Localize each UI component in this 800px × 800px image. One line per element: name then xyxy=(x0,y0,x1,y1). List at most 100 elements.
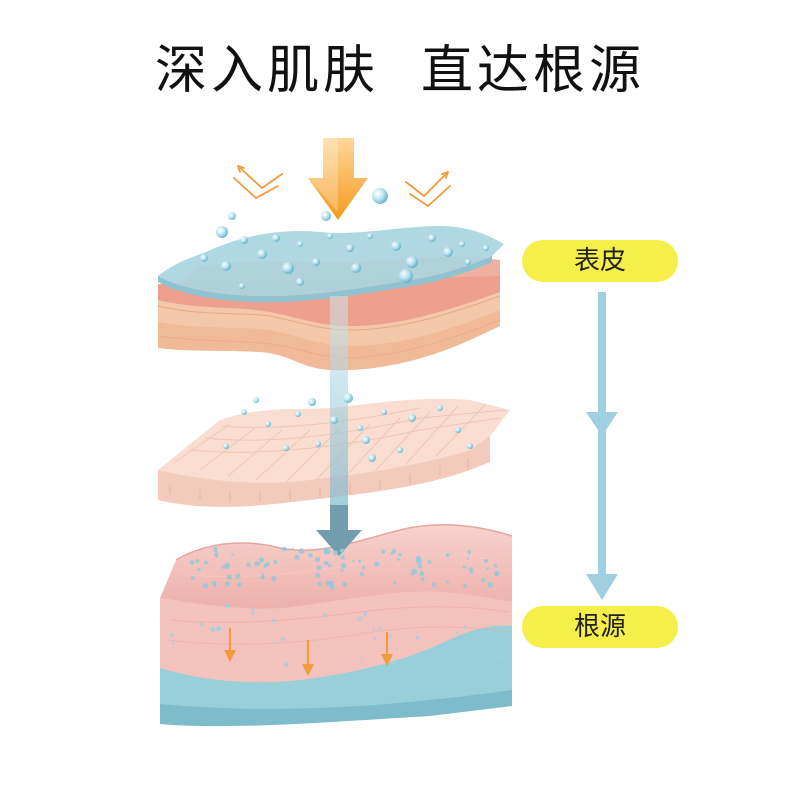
water-bubble xyxy=(367,233,373,239)
pore-dot xyxy=(416,558,422,565)
pore-dot xyxy=(419,571,424,576)
water-bubble xyxy=(455,427,461,433)
water-bubble xyxy=(308,398,316,406)
absorption-arrows xyxy=(224,628,393,676)
pore-dot xyxy=(469,570,474,574)
pore-dot xyxy=(272,618,276,623)
water-bubble xyxy=(406,256,418,268)
pore-dot xyxy=(325,580,331,586)
water-bubble xyxy=(265,421,271,427)
pore-dot xyxy=(189,560,195,565)
pore-dot xyxy=(395,647,399,650)
pore-dot xyxy=(226,574,233,580)
title-part-2: 直达根源 xyxy=(421,41,646,101)
water-bubble xyxy=(437,405,443,411)
water-bubble xyxy=(391,241,401,251)
pore-dot xyxy=(363,611,368,617)
pore-dot xyxy=(231,553,234,556)
pore-dot xyxy=(224,603,230,609)
pore-dot xyxy=(358,659,362,662)
pore-dot xyxy=(374,561,380,567)
pore-dot xyxy=(340,569,344,572)
pore-dot xyxy=(411,568,418,575)
pore-dot xyxy=(396,557,400,561)
water-bubble xyxy=(459,241,465,247)
pore-dot xyxy=(378,626,382,630)
label-root: 根源 xyxy=(522,606,678,648)
pore-dot xyxy=(210,627,216,632)
pore-dot xyxy=(261,573,265,577)
pore-dot xyxy=(271,576,277,582)
pore-dot xyxy=(250,607,255,611)
water-bubble xyxy=(368,454,376,462)
pore-dot xyxy=(417,564,423,569)
water-bubble xyxy=(200,254,208,262)
water-bubble xyxy=(282,262,294,274)
pore-dot xyxy=(373,637,377,640)
pore-dot xyxy=(216,626,222,632)
pore-dot xyxy=(484,559,489,563)
pore-dot xyxy=(235,573,241,579)
water-bubble xyxy=(228,212,236,220)
water-bubble xyxy=(357,425,363,431)
pore-dot xyxy=(237,582,242,588)
pore-dot xyxy=(362,566,366,569)
pore-dot xyxy=(339,548,344,553)
pore-dot xyxy=(322,613,327,618)
water-bubble xyxy=(295,411,301,417)
pore-dot xyxy=(352,559,355,562)
pore-dot xyxy=(284,662,289,667)
pore-dot xyxy=(251,611,255,615)
pore-dot xyxy=(215,555,219,558)
double-chevron-icon xyxy=(405,171,451,208)
pore-dot xyxy=(446,580,449,584)
pore-dot xyxy=(324,560,329,566)
pore-dot xyxy=(341,562,347,569)
pore-dot xyxy=(468,567,473,572)
pore-dot xyxy=(462,565,466,569)
pore-dot xyxy=(398,553,402,557)
water-bubble xyxy=(381,409,387,415)
pore-dot xyxy=(190,576,195,581)
water-bubble xyxy=(283,445,289,451)
pore-dot xyxy=(332,550,338,556)
pore-dot xyxy=(463,584,467,588)
water-bubble xyxy=(272,234,280,242)
pore-dot xyxy=(197,567,201,572)
pore-dot xyxy=(221,565,226,569)
pore-dot xyxy=(273,560,278,564)
water-bubble xyxy=(399,269,413,283)
water-bubbles xyxy=(200,188,489,462)
pore-dot xyxy=(315,572,321,578)
penetration-beam xyxy=(330,296,348,510)
water-bubble xyxy=(312,258,320,266)
pore-dot xyxy=(340,554,345,560)
flow-arrow-end xyxy=(586,574,618,600)
water-bubble xyxy=(330,416,338,424)
water-bubble xyxy=(240,236,248,244)
water-bubble xyxy=(428,234,436,242)
skin-pores xyxy=(170,546,503,667)
pore-dot xyxy=(495,572,499,576)
pore-dot xyxy=(427,560,432,564)
pore-dot xyxy=(260,575,264,580)
title-part-1: 深入肌肤 xyxy=(154,41,379,101)
pore-dot xyxy=(390,661,396,666)
pore-dot xyxy=(291,547,294,551)
pore-dot xyxy=(487,582,493,588)
pore-dot xyxy=(213,583,217,587)
pore-dot xyxy=(357,616,362,621)
water-bubble xyxy=(351,263,361,273)
water-bubble xyxy=(465,259,471,265)
water-bubble xyxy=(297,241,303,247)
flow-arrow-mid xyxy=(586,412,618,436)
label-epidermis: 表皮 xyxy=(522,240,678,282)
pore-dot xyxy=(224,562,231,569)
water-bubble xyxy=(443,247,453,257)
pore-dot xyxy=(342,581,347,587)
water-bubble xyxy=(221,261,231,271)
pore-dot xyxy=(214,549,218,553)
page-title: 深入肌肤直达根源 xyxy=(0,28,800,103)
pore-dot xyxy=(308,553,313,558)
